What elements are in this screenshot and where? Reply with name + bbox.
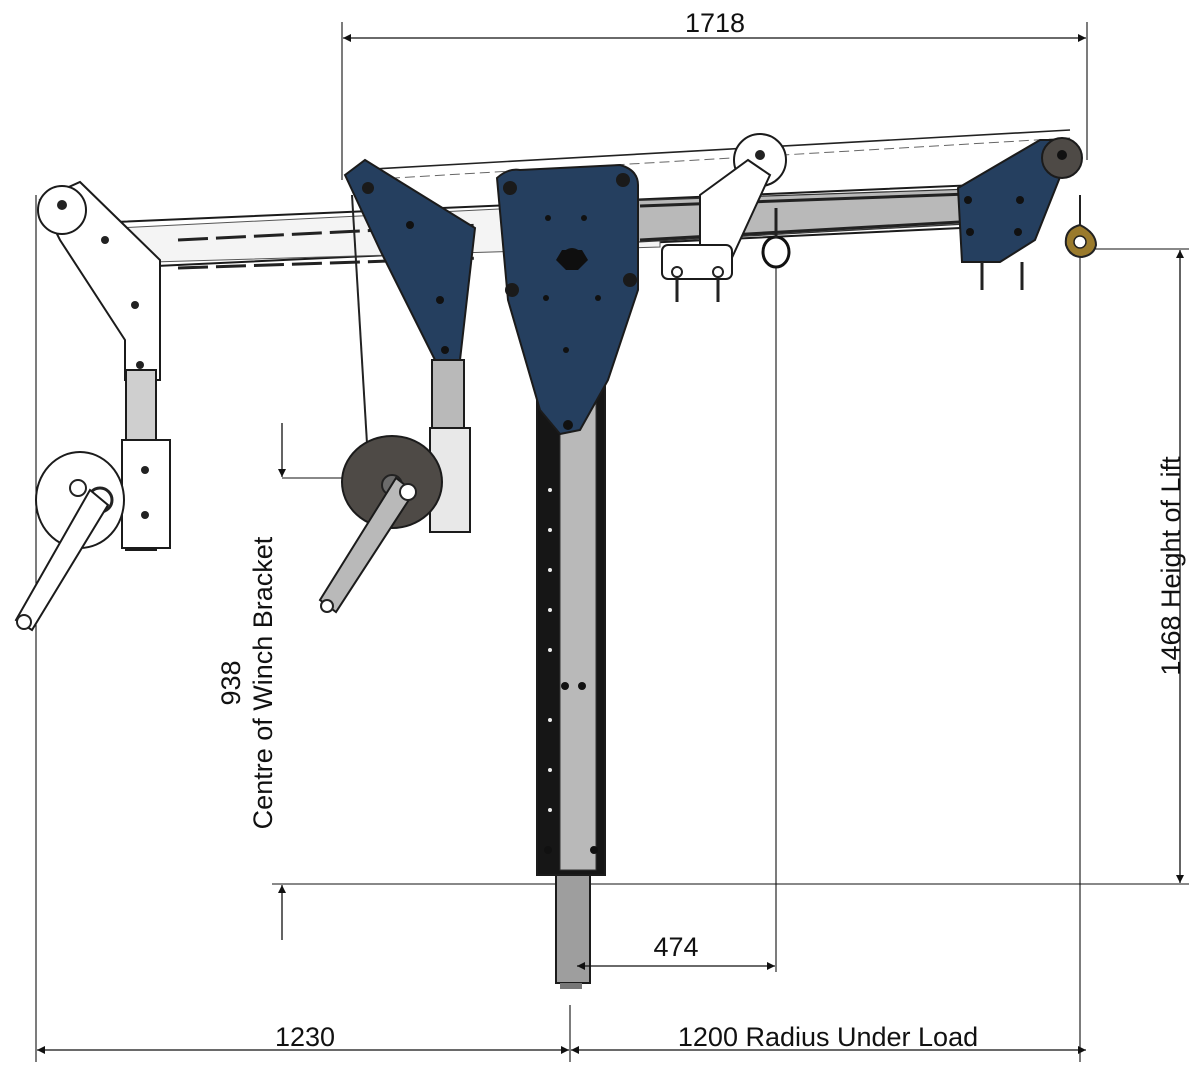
centre-winch xyxy=(318,194,443,614)
trolley-sheave xyxy=(661,133,791,302)
dim-lift-height: 1468 Height of Lift xyxy=(1156,456,1186,676)
dimension-lines xyxy=(37,34,1184,1054)
dim-radius: 1200 Radius Under Load xyxy=(678,1022,978,1052)
dim-winch-label: Centre of Winch Bracket xyxy=(248,536,278,829)
dim-winch-value: 938 xyxy=(216,660,246,705)
left-winch-assembly xyxy=(14,180,171,632)
extension-lines xyxy=(35,22,1189,1062)
dim-top-span: 1718 xyxy=(685,8,745,38)
end-plate xyxy=(956,137,1098,290)
strut-plate xyxy=(343,158,477,533)
dim-left-span: 1230 xyxy=(275,1022,335,1052)
dim-offset: 474 xyxy=(653,932,698,962)
head-plate xyxy=(495,163,639,436)
